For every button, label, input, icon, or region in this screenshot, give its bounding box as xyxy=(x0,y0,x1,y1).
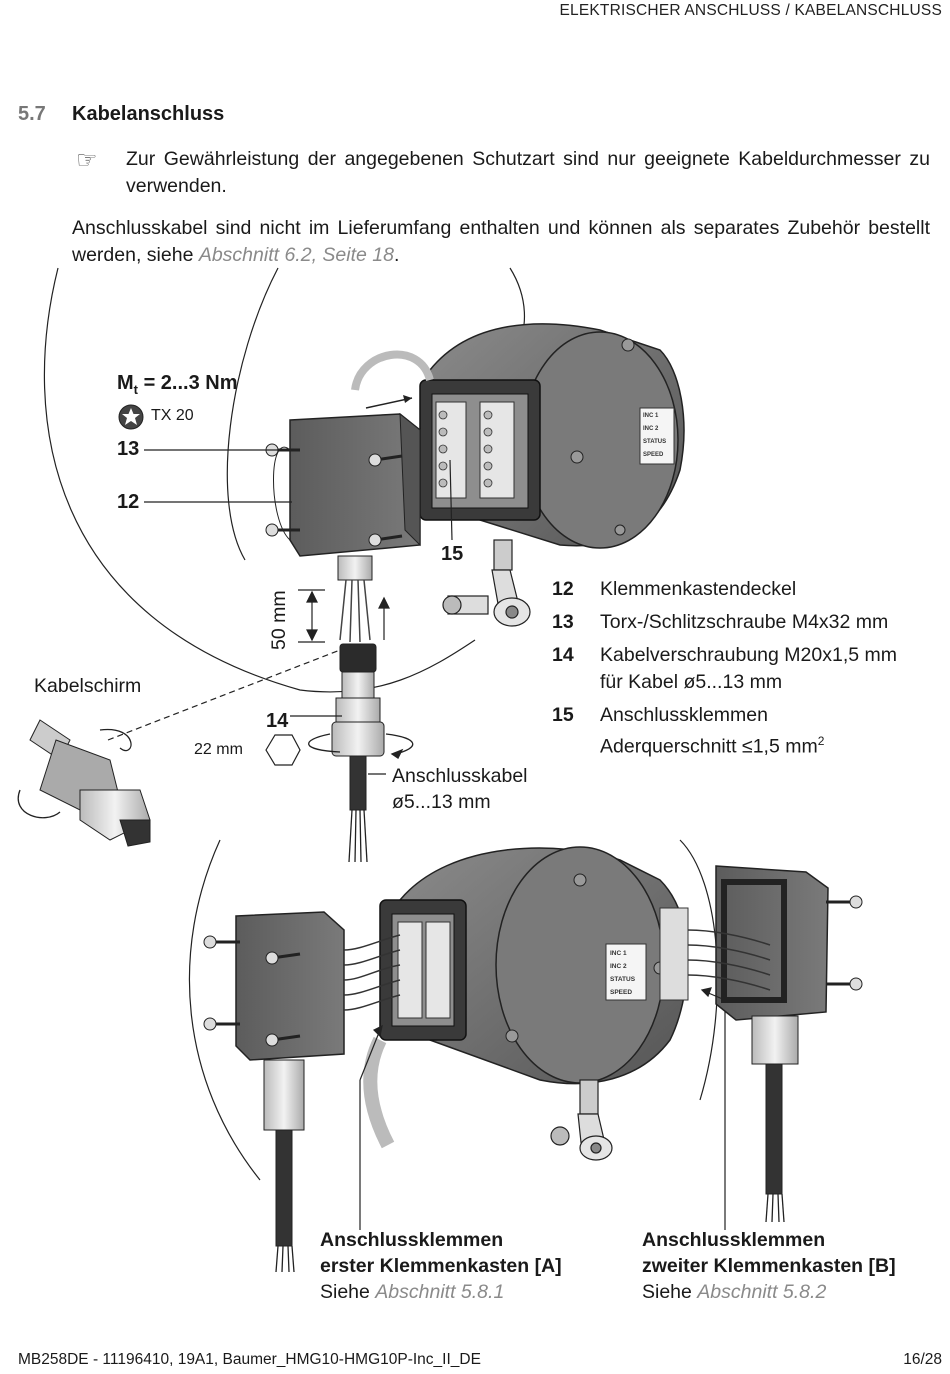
callout-b-reference-link[interactable]: Abschnitt 5.8.2 xyxy=(697,1281,827,1303)
rotate-arrow-icon xyxy=(308,733,414,759)
legend-number: 14 xyxy=(552,644,574,666)
pointing-hand-icon: ☞ xyxy=(76,147,98,174)
callout-terminal-box-b: Anschlussklemmen zweiter Klemmenkasten [… xyxy=(642,1227,896,1305)
legend-number: 12 xyxy=(552,578,574,600)
screw-icon xyxy=(614,524,626,536)
hex-nut-icon xyxy=(265,734,301,766)
panel-label: INC 1 xyxy=(610,950,627,957)
cable-shield-label: Kabelschirm xyxy=(34,675,142,697)
torque-subscript: t xyxy=(133,382,139,397)
screw-icon xyxy=(505,1029,519,1043)
callout-a-reference-link[interactable]: Abschnitt 5.8.1 xyxy=(375,1281,505,1303)
paragraph-end: . xyxy=(393,244,400,266)
footer-page-number: 16/28 xyxy=(903,1351,942,1368)
torx-size-label: TX 20 xyxy=(151,407,194,424)
ribbon-cable-bottom xyxy=(363,1036,395,1149)
screw-icon xyxy=(570,450,584,464)
part-label-14: 14 xyxy=(266,710,289,732)
terminal-box-a xyxy=(203,911,401,1273)
torque-label: Mt = 2...3 Nm xyxy=(117,372,238,397)
callout-a-see: Siehe xyxy=(320,1281,376,1303)
terminal-box-cover xyxy=(265,412,421,557)
legend-superscript: 2 xyxy=(817,734,825,748)
section-number: 5.7 xyxy=(18,103,46,125)
status-panel-labels-top: INC 1 INC 2 STATUS SPEED xyxy=(643,410,666,462)
panel-label: SPEED xyxy=(610,989,633,996)
intro-paragraph: Anschlusskabel sind nicht im Lieferumfan… xyxy=(72,215,930,269)
legend-text: Torx-/Schlitzschraube M4x32 mm xyxy=(600,611,889,633)
torque-arm-bottom xyxy=(550,1079,613,1161)
panel-label: STATUS xyxy=(643,439,667,445)
leader-lines xyxy=(107,449,453,775)
terminal-box-b xyxy=(687,865,863,1223)
status-panel-labels-bottom: INC 1 INC 2 STATUS SPEED xyxy=(610,947,635,999)
part-label-12: 12 xyxy=(117,491,140,513)
legend-item: 13 Torx-/Schlitzschraube M4x32 mm xyxy=(552,609,897,636)
torque-arm-top xyxy=(442,539,531,627)
status-panel xyxy=(639,407,675,465)
encoder-housing-bottom xyxy=(379,846,689,1085)
panel-label: INC 1 xyxy=(643,413,659,419)
callout-terminal-box-a: Anschlussklemmen erster Klemmenkasten [A… xyxy=(320,1227,562,1305)
section-title: Kabelanschluss xyxy=(72,103,225,125)
legend-text-secondary: Aderquerschnitt ≤1,5 mm xyxy=(600,735,818,758)
status-panel xyxy=(605,943,647,1001)
screw-icon xyxy=(621,338,635,352)
connection-cable-label: Anschlusskabel ø5...13 mm xyxy=(392,763,528,815)
cable-gland-top xyxy=(331,555,385,863)
torx-icon xyxy=(118,404,144,430)
paragraph-text: Anschlusskabel sind nicht im Lieferumfan… xyxy=(72,217,930,266)
callout-a-title: Anschlussklemmen xyxy=(320,1229,504,1251)
footer-document-id: MB258DE - 11196410, 19A1, Baumer_HMG10-H… xyxy=(18,1351,481,1368)
callout-b-title: Anschlussklemmen xyxy=(642,1229,826,1251)
legend-item: 12 Klemmenkastendeckel xyxy=(552,576,897,603)
parts-legend: 12 Klemmenkastendeckel 13 Torx-/Schlitzs… xyxy=(552,576,897,767)
legend-text: Anschlussklemmen xyxy=(600,703,768,726)
part-label-13: 13 xyxy=(117,438,140,460)
wrench-size-label: 22 mm xyxy=(194,741,243,758)
screw-icon xyxy=(573,873,587,887)
panel-label: INC 2 xyxy=(643,426,659,432)
legend-text-secondary: für Kabel ø5...13 mm xyxy=(600,670,783,693)
leader-arrows-bottom xyxy=(359,987,726,1081)
callout-b-see: Siehe xyxy=(642,1281,698,1303)
encoder-housing-top xyxy=(419,323,685,549)
section-reference-link[interactable]: Abschnitt 6.2, Seite 18 xyxy=(198,244,394,266)
torque-value: = 2...3 Nm xyxy=(138,372,238,394)
dimension-50mm xyxy=(298,589,390,643)
legend-text: Kabelverschraubung M20x1,5 mm xyxy=(600,644,897,666)
ribbon-cable-top xyxy=(351,350,434,391)
terminal-block-top xyxy=(435,401,515,499)
legend-item: 14 Kabelverschraubung M20x1,5 mm für Kabe… xyxy=(552,642,897,695)
callout-a-subtitle: erster Klemmenkasten [A] xyxy=(320,1255,562,1277)
legend-number: 15 xyxy=(552,703,574,726)
legend-text: Klemmenkastendeckel xyxy=(600,578,797,600)
callout-b-subtitle: zweiter Klemmenkasten [B] xyxy=(642,1255,896,1277)
connection-cable-diameter: ø5...13 mm xyxy=(392,791,491,813)
panel-label: INC 2 xyxy=(610,963,627,970)
connection-cable-title: Anschlusskabel xyxy=(392,765,528,787)
part-label-15: 15 xyxy=(441,543,464,565)
panel-label: SPEED xyxy=(643,452,664,458)
cable-shield-detail xyxy=(17,719,151,847)
note-text: Zur Gewährleistung der angegebenen Schut… xyxy=(126,148,930,197)
legend-number: 13 xyxy=(552,611,574,633)
dimension-50mm-label: 50 mm xyxy=(268,590,290,650)
running-header: ELEKTRISCHER ANSCHLUSS / KABELANSCHLUSS xyxy=(559,2,942,19)
torque-symbol: M xyxy=(117,372,134,394)
panel-label: STATUS xyxy=(610,976,636,983)
